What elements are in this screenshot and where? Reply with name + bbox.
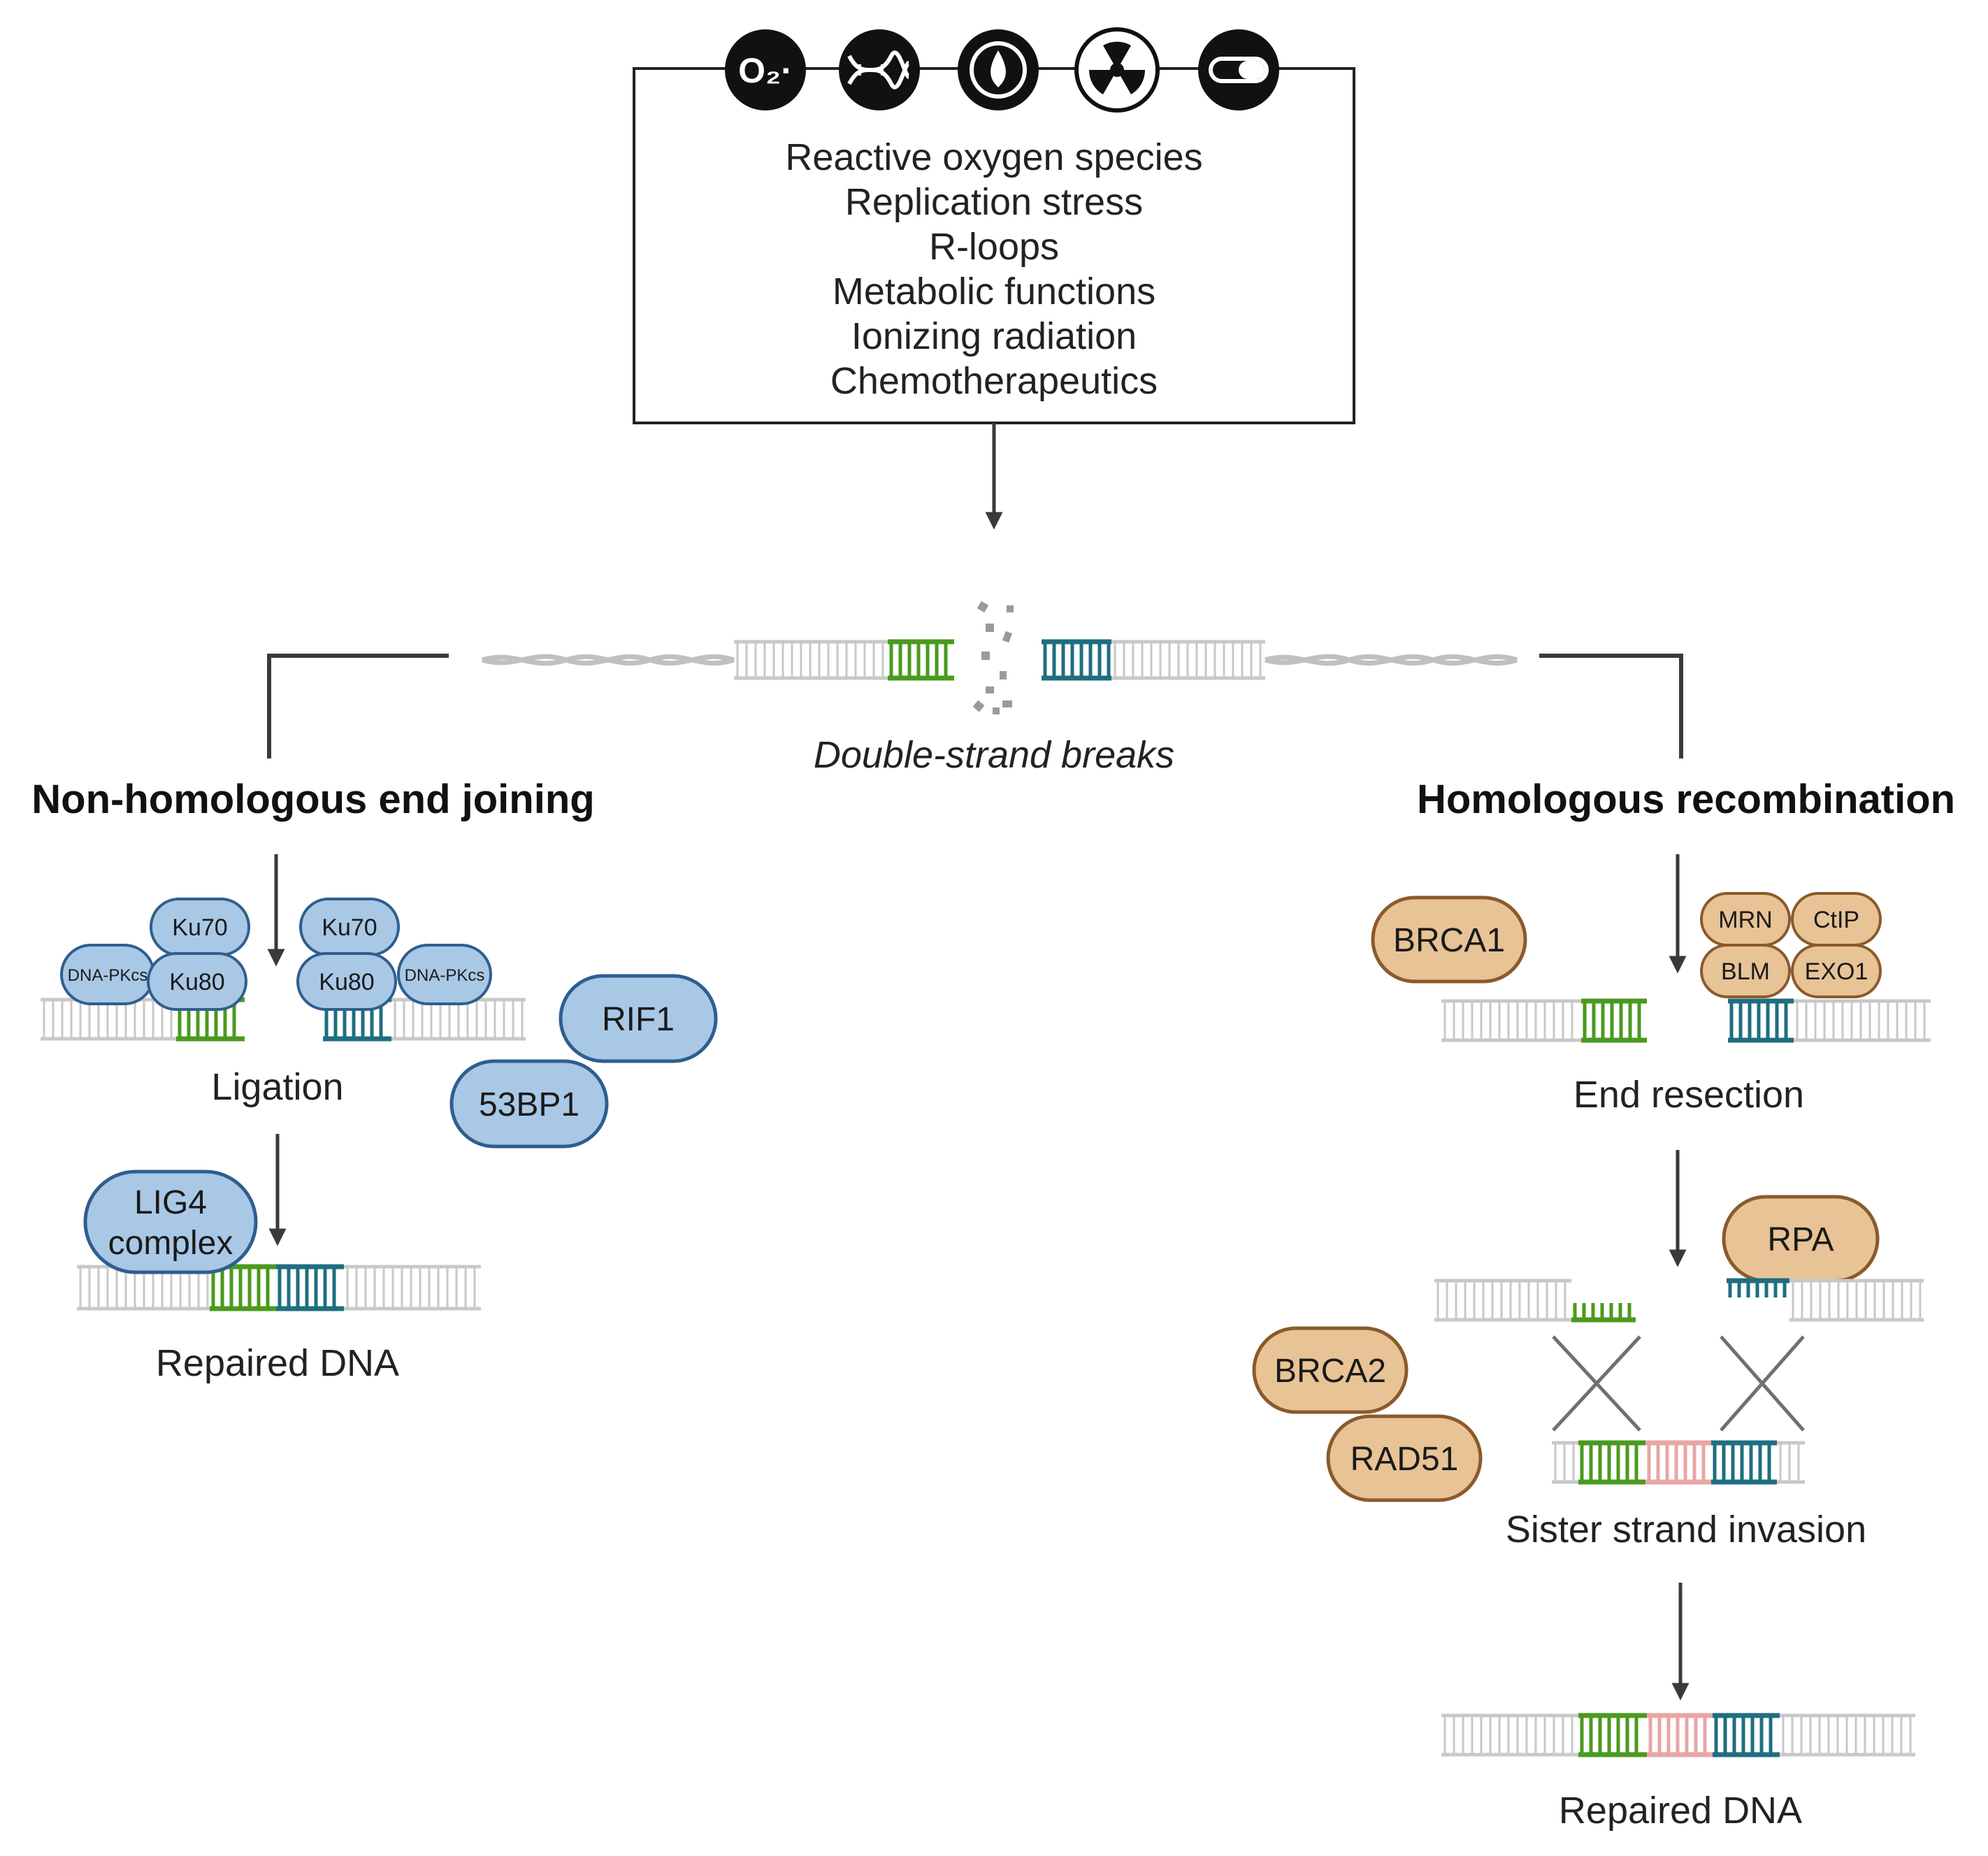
dna-icon: [839, 29, 920, 110]
branch-right: [1539, 654, 1683, 758]
svg-text:53BP1: 53BP1: [479, 1086, 579, 1123]
svg-text:RAD51: RAD51: [1350, 1441, 1459, 1478]
svg-text:O₂·: O₂·: [738, 51, 793, 90]
hr-protein-brca1: BRCA1: [1371, 895, 1527, 984]
r-loop-icon: [958, 29, 1039, 110]
svg-text:complex: complex: [108, 1225, 233, 1262]
cause-r-loops: R-loops: [929, 226, 1059, 268]
nhej-ligation-label: Ligation: [211, 1066, 343, 1108]
dsb-right-ladder: [1042, 639, 1265, 681]
hr-sister-invasion-label: Sister strand invasion: [1506, 1509, 1866, 1551]
cause-chemotherapeutics: Chemotherapeutics: [830, 360, 1158, 402]
hr-title: Homologous recombination: [1417, 777, 1955, 822]
nhej-protein-ku80-right: Ku80: [296, 952, 397, 1011]
svg-text:DNA-PKcs: DNA-PKcs: [405, 966, 485, 985]
svg-text:BRCA1: BRCA1: [1393, 922, 1505, 959]
nhej-repaired-label: Repaired DNA: [156, 1342, 399, 1384]
hr-protein-rpa: RPA: [1722, 1195, 1880, 1283]
hr-repaired-dna: [1441, 1713, 1915, 1757]
nhej-protein-53bp1: 53BP1: [449, 1059, 609, 1149]
hr-protein-rad51: RAD51: [1326, 1414, 1483, 1502]
svg-text:BRCA2: BRCA2: [1274, 1353, 1386, 1390]
hr-end-resection-label: End resection: [1573, 1074, 1804, 1116]
nhej-protein-ku70-right: Ku70: [299, 898, 400, 956]
nhej-dna-left: [41, 997, 245, 1042]
nhej-repaired-dna: [77, 1264, 481, 1311]
nhej-protein-rif1: RIF1: [559, 974, 718, 1063]
hr-resected-dna: [1434, 1278, 1924, 1323]
nhej-protein-ku80-left: Ku80: [147, 952, 247, 1011]
hr-protein-exo1: EXO1: [1791, 944, 1882, 998]
causes-box: Reactive oxygen species Replication stre…: [633, 67, 1355, 424]
nhej-protein-lig4-complex: LIG4 complex: [83, 1170, 258, 1274]
svg-text:MRN: MRN: [1718, 907, 1772, 933]
cause-replication-stress: Replication stress: [845, 181, 1143, 223]
svg-text:Ku70: Ku70: [322, 914, 377, 941]
hr-protein-brca2: BRCA2: [1252, 1326, 1409, 1414]
hr-crossover: [1552, 1335, 1805, 1432]
cause-ros: Reactive oxygen species: [785, 136, 1202, 178]
hr-dna-right: [1728, 998, 1931, 1043]
dsb-left-ladder: [734, 639, 954, 681]
hr-protein-mrn: MRN: [1700, 892, 1791, 947]
pill-icon: [1198, 29, 1279, 110]
branch-left: [267, 654, 449, 758]
hr-dna-left: [1441, 998, 1647, 1043]
hr-protein-blm: BLM: [1700, 944, 1791, 998]
hr-repaired-label: Repaired DNA: [1559, 1790, 1802, 1832]
dsb-dna: [482, 600, 1518, 714]
svg-text:BLM: BLM: [1721, 958, 1770, 985]
dsb-label: Double-strand breaks: [814, 734, 1174, 776]
radiation-icon: [1074, 27, 1160, 113]
svg-text:Ku80: Ku80: [319, 969, 374, 995]
svg-text:DNA-PKcs: DNA-PKcs: [68, 966, 148, 985]
nhej-protein-dnapkcs-left: DNA-PKcs: [60, 944, 155, 1005]
svg-text:RPA: RPA: [1767, 1221, 1834, 1258]
svg-text:Ku70: Ku70: [172, 914, 227, 941]
cause-ionizing-radiation: Ionizing radiation: [851, 315, 1137, 357]
nhej-title: Non-homologous end joining: [31, 777, 594, 822]
hr-protein-ctip: CtIP: [1791, 892, 1882, 947]
hr-sister-dna: [1552, 1440, 1805, 1485]
nhej-protein-dnapkcs-right: DNA-PKcs: [397, 944, 492, 1005]
svg-text:RIF1: RIF1: [602, 1001, 675, 1038]
nhej-protein-ku70-left: Ku70: [150, 898, 250, 956]
superoxide-icon: O₂·: [725, 29, 806, 110]
svg-text:EXO1: EXO1: [1805, 958, 1868, 985]
cause-metabolic: Metabolic functions: [833, 271, 1155, 312]
svg-text:LIG4: LIG4: [134, 1184, 207, 1221]
svg-text:Ku80: Ku80: [169, 969, 224, 995]
svg-text:CtIP: CtIP: [1813, 907, 1859, 933]
